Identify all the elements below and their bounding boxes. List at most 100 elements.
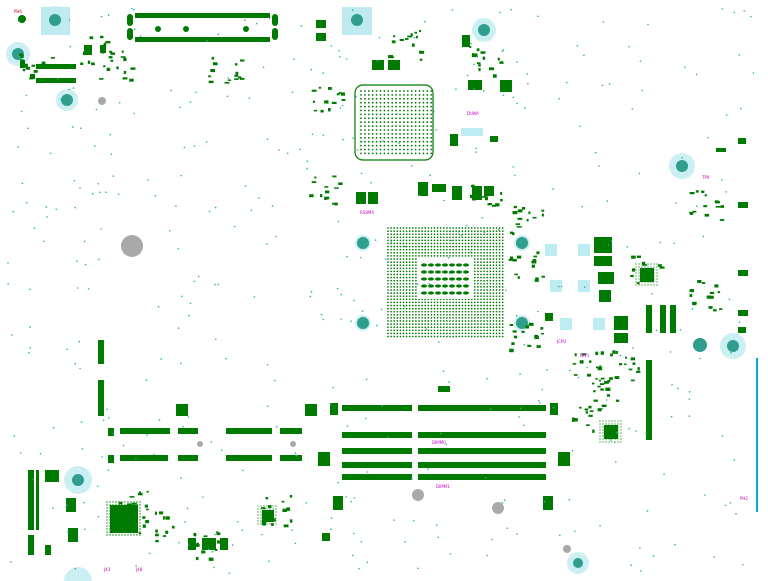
pad-dot [399,276,402,279]
pad-dot [393,267,396,270]
pad-dot [231,544,234,546]
pad-dot [337,220,340,223]
pad-dot [393,289,396,291]
pad-dot [433,255,436,257]
pad-dot [427,332,430,335]
pad-dot [275,517,277,519]
pad-dot [226,95,229,98]
pad-dot [458,310,461,313]
pad-dot [602,432,604,434]
smd-part [588,405,592,409]
pad-dot [408,295,411,298]
pad-dot [269,517,271,519]
pad-dot [430,320,433,322]
smd-part [46,64,51,67]
pad-dot [367,140,370,143]
smd-part [604,381,609,384]
pad-dot [614,432,616,434]
pad-dot [483,335,485,338]
pad-dot [410,140,413,143]
pad-dot [433,245,436,248]
pad-dot [387,227,389,229]
smd-part [332,202,336,205]
pad-dot [364,129,366,131]
pad-dot [607,244,610,246]
pad-dot [455,307,458,310]
pad-dot [418,233,420,236]
pad-dot [102,419,105,422]
smd-part [480,51,486,54]
pad-dot [473,242,476,245]
pad-dot [408,267,411,270]
pad-dot [399,101,401,104]
smd-part [499,61,504,64]
pad-dot [486,289,489,291]
smd-part [268,505,272,509]
smd-part [534,334,539,338]
pad-dot [371,140,374,143]
pad-dot [382,140,384,142]
pad-dot [489,298,492,301]
pad-dot [27,127,29,130]
pad-dot [436,307,439,310]
pad-dot [473,239,476,242]
pad-dot [416,283,419,285]
smd-part [391,40,396,44]
smd-part [419,58,423,61]
pad-dot [421,317,423,319]
pad-dot [29,347,32,349]
pad-dot [620,435,622,437]
pad-dot [460,234,463,237]
pad-dot [442,317,445,319]
pad-dot [395,101,397,104]
mounting-hole [64,567,92,581]
pad-dot [574,530,576,533]
label-bottom-right: PH2 [740,496,748,501]
pad-dot [421,239,423,242]
smd-part [614,376,620,379]
pad-dot [449,233,451,236]
pad-dot [74,567,77,570]
pad-dot [436,239,439,242]
pad-dot [379,125,382,127]
pad-dot [421,313,423,316]
pad-dot [408,248,411,251]
pad-dot [391,133,394,135]
pad-dot [523,344,526,346]
pad-dot [395,144,397,147]
pad-dot [415,251,417,254]
pad-dot [390,282,392,285]
smd-part [541,209,545,212]
smd-part [129,507,134,511]
pad-dot [515,314,518,317]
pad-dot [109,507,111,509]
pad-dot [106,516,108,518]
pad-dot [414,152,417,155]
pad-dot [29,326,31,328]
pad-dot [483,239,485,242]
pad-dot [461,313,464,316]
pad-dot [433,301,436,304]
smd-part [20,59,24,63]
pad-dot [602,420,604,422]
pad-dot [492,323,495,325]
pad-dot [614,423,616,425]
pad-dot [422,148,425,151]
pad-dot [433,313,436,316]
pad-dot [742,564,744,566]
pad-dot [430,242,433,245]
pad-dot [430,326,433,329]
pad-dot [109,519,111,521]
pad-dot [410,144,413,147]
pad-dot [480,304,482,307]
pad-dot [464,301,467,304]
pad-dot [109,513,111,515]
pad-dot [483,255,485,257]
pad-dot [136,522,138,524]
pad-dot [498,332,501,335]
pad-dot [473,255,476,257]
pad-dot [632,347,634,349]
pad-dot [418,109,421,112]
pad-dot [501,329,504,332]
pad-dot [404,541,406,543]
